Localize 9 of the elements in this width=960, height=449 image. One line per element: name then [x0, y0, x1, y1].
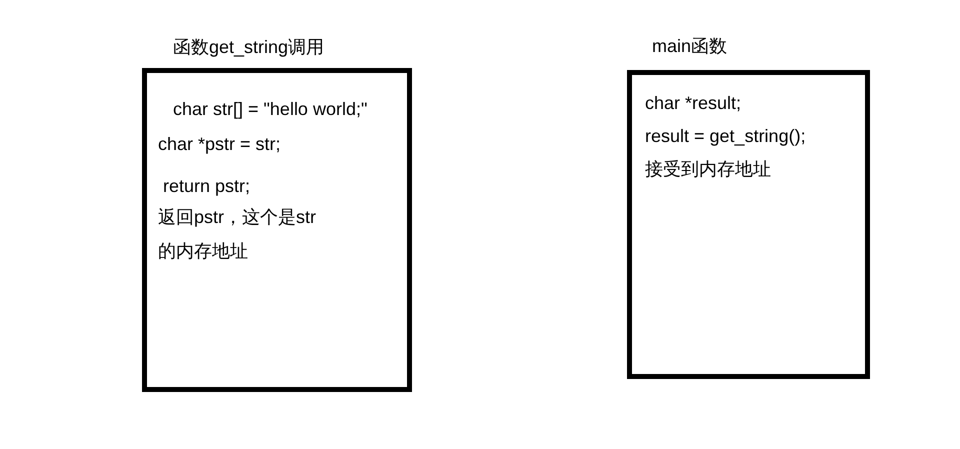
code-line: char *result; [645, 92, 742, 114]
function-title: 函数get_string调用 [173, 36, 324, 58]
code-line: return pstr; [163, 175, 250, 197]
code-line: char *pstr = str; [158, 133, 281, 155]
code-line: 接受到内存地址 [645, 158, 771, 180]
code-line: result = get_string(); [645, 125, 806, 147]
function-title: main函数 [652, 35, 728, 57]
comment-text: 返回pstr，这个是str的内存地址 [158, 206, 318, 263]
code-line: char str[] = "hello world;" [173, 98, 368, 120]
